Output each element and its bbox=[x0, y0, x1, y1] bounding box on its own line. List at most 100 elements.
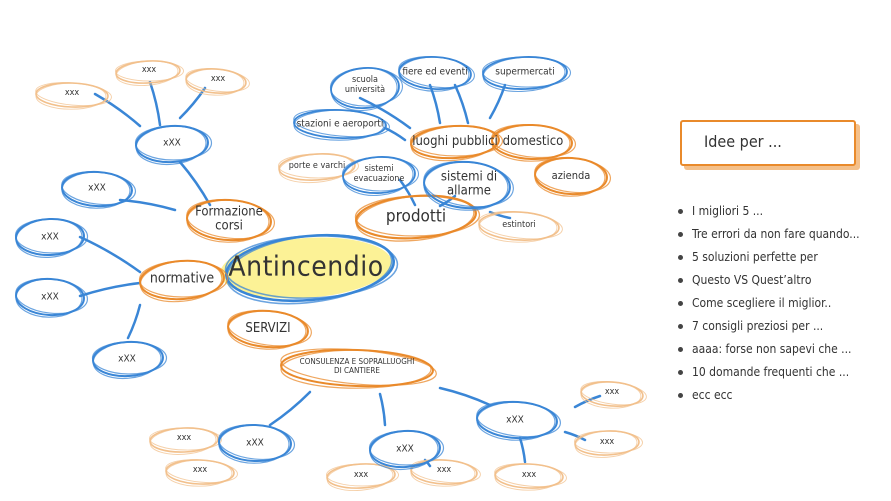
node-xxx: xxx bbox=[436, 465, 452, 476]
node-outline bbox=[14, 217, 89, 258]
node-azienda: azienda bbox=[551, 168, 591, 182]
node-outline bbox=[134, 124, 213, 166]
node-servizi: SERVIZI bbox=[245, 320, 291, 336]
node-outline bbox=[35, 82, 112, 110]
connector-line bbox=[518, 436, 527, 464]
node-outline bbox=[326, 463, 399, 492]
node-outline bbox=[329, 67, 404, 112]
node-outline bbox=[423, 160, 514, 211]
node-xxx: xxx bbox=[192, 465, 208, 476]
node-outline bbox=[354, 194, 481, 242]
ideas-list-item: ecc ecc bbox=[678, 384, 860, 407]
node-outline bbox=[293, 108, 390, 141]
node-sistemi-evacuazione: sistemi evacuazione bbox=[353, 164, 405, 184]
node-outline bbox=[368, 429, 445, 471]
ideas-list-item: 7 consigli preziosi per ... bbox=[678, 315, 860, 338]
node-scuola-universita: scuola università bbox=[344, 75, 386, 95]
node-formazione-corsi: Formazione corsi bbox=[195, 204, 263, 234]
node-outline bbox=[481, 56, 572, 93]
node-outline bbox=[138, 259, 229, 303]
connector-line bbox=[268, 390, 312, 427]
node-outline bbox=[227, 309, 312, 350]
connector-line bbox=[453, 83, 470, 125]
connector-line bbox=[358, 96, 412, 130]
node-outline bbox=[476, 400, 562, 441]
node-xxx: xxx bbox=[521, 470, 537, 481]
node-outline bbox=[478, 211, 563, 243]
node-outline bbox=[165, 459, 238, 487]
node-outline bbox=[185, 68, 250, 96]
node-outline bbox=[398, 56, 475, 92]
connector-line bbox=[378, 392, 387, 427]
node-porte-e-varchi: porte e varchi bbox=[288, 161, 346, 172]
node-outline bbox=[491, 123, 577, 162]
node-outline bbox=[534, 156, 612, 197]
ideas-list-item: 5 soluzioni perfette per bbox=[678, 246, 860, 269]
node-outline bbox=[280, 348, 437, 389]
node-ellipses bbox=[14, 56, 647, 492]
node-xxx: xXX bbox=[246, 437, 264, 449]
node-supermercati: supermercati bbox=[495, 66, 555, 78]
node-xxx: xxx bbox=[599, 437, 615, 448]
node-estintori: estintori bbox=[502, 220, 536, 231]
ideas-list-item: 10 domande frequenti che ... bbox=[678, 361, 860, 384]
node-xxx: xXX bbox=[396, 443, 414, 455]
central-topic: Antincendio bbox=[228, 249, 384, 283]
node-xxx: xXX bbox=[88, 182, 106, 194]
connector-line bbox=[573, 394, 602, 409]
node-outline bbox=[410, 459, 481, 487]
node-outline bbox=[149, 427, 222, 455]
node-luoghi-pubblici: luoghi pubblici bbox=[412, 133, 498, 149]
connector-line bbox=[398, 178, 417, 207]
connector-line bbox=[563, 430, 587, 442]
node-fiere-ed-eventi: fiere ed eventi bbox=[402, 66, 468, 78]
node-xxx: xxx bbox=[210, 74, 226, 85]
connector-line bbox=[93, 92, 142, 128]
node-outline bbox=[186, 198, 276, 243]
node-outline bbox=[341, 156, 420, 196]
ideas-list-item: aaaa: forse non sapevi che ... bbox=[678, 338, 860, 361]
node-domestico: domestico bbox=[502, 133, 564, 149]
node-outline bbox=[115, 60, 184, 87]
connector-line bbox=[78, 235, 142, 274]
node-xxx: xxx bbox=[141, 65, 157, 76]
connector-line bbox=[178, 86, 207, 120]
connector-line bbox=[78, 281, 142, 298]
node-xxx: xXX bbox=[506, 414, 524, 426]
central-highlight bbox=[220, 237, 392, 299]
connector-line bbox=[126, 303, 142, 340]
node-outline bbox=[15, 277, 89, 318]
ideas-list-item: Tre errori da non fare quando... bbox=[678, 223, 860, 246]
node-xxx: xxx bbox=[604, 387, 620, 398]
node-prodotti: prodotti bbox=[385, 206, 447, 227]
node-normative: normative bbox=[149, 270, 215, 287]
node-outline bbox=[494, 463, 567, 491]
node-outline bbox=[91, 340, 168, 380]
ideas-list-item: I migliori 5 ... bbox=[678, 200, 860, 223]
node-outline bbox=[574, 430, 643, 458]
ideas-title: Idee per ... bbox=[704, 132, 782, 151]
node-xxx: xXX bbox=[118, 353, 136, 365]
connector-line bbox=[383, 126, 407, 142]
ideas-list-item: Come scegliere il miglior.. bbox=[678, 292, 860, 315]
connector-line bbox=[148, 80, 162, 127]
node-consulenza: CONSULENZA E SOPRALLUOGHI DI CANTIERE bbox=[299, 357, 415, 375]
node-xxx: xxx bbox=[64, 88, 80, 99]
node-outline bbox=[218, 423, 296, 464]
node-xxx: xXX bbox=[41, 291, 59, 303]
node-xxx: xxx bbox=[176, 433, 192, 444]
connector-line bbox=[118, 198, 177, 212]
ideas-list-item: Questo VS Quest’altro bbox=[678, 269, 860, 292]
node-outline bbox=[580, 381, 647, 409]
connector-line bbox=[178, 160, 212, 207]
node-outline bbox=[409, 124, 504, 162]
node-xxx: xXX bbox=[41, 231, 59, 243]
node-xxx: xXX bbox=[163, 137, 181, 149]
node-outline bbox=[61, 170, 137, 209]
ideas-list: I migliori 5 ... Tre errori da non fare … bbox=[678, 200, 860, 407]
node-sistemi-di-allarme: sistemi di allarme bbox=[440, 169, 498, 199]
node-stazioni-e-aeroporti: stazioni e aeroporti bbox=[296, 118, 384, 130]
connector-line bbox=[438, 386, 492, 407]
